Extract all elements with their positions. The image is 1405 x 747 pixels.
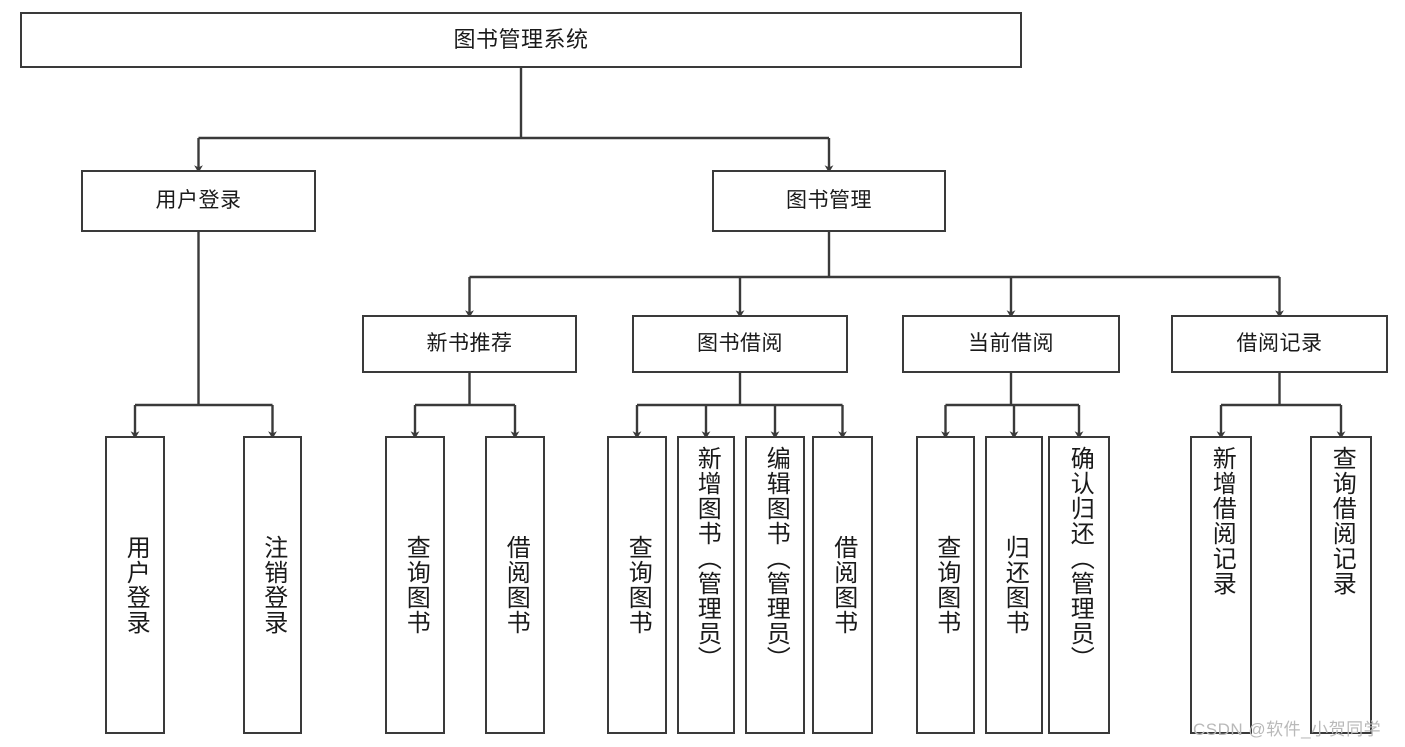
node-label: 图书借阅	[697, 331, 783, 355]
node-label: 借阅图书	[829, 535, 857, 635]
node-records[interactable]: 借阅记录	[1171, 315, 1388, 373]
node-label: 编辑图书（管理员）	[762, 446, 790, 671]
node-l-bor-1[interactable]: 查询图书	[607, 436, 667, 734]
node-login[interactable]: 用户登录	[81, 170, 316, 232]
node-l-bor-4[interactable]: 借阅图书	[812, 436, 873, 734]
node-label: 借阅图书	[502, 535, 530, 635]
node-current[interactable]: 当前借阅	[902, 315, 1120, 373]
node-l-new-1[interactable]: 查询图书	[385, 436, 445, 734]
node-newbook[interactable]: 新书推荐	[362, 315, 577, 373]
node-bookmgmt[interactable]: 图书管理	[712, 170, 946, 232]
node-label: 归还图书	[1001, 535, 1029, 635]
node-l-cur-3[interactable]: 确认归还（管理员）	[1048, 436, 1110, 734]
node-l-cur-2[interactable]: 归还图书	[985, 436, 1043, 734]
node-label: 查询图书	[402, 535, 430, 635]
node-l-login-1[interactable]: 用户登录	[105, 436, 165, 734]
node-label: 图书管理	[786, 188, 872, 212]
node-label: 用户登录	[122, 535, 150, 635]
watermark-text: CSDN @软件_小贺同学	[1193, 720, 1382, 739]
node-l-rec-2[interactable]: 查询借阅记录	[1310, 436, 1372, 734]
node-label: 当前借阅	[968, 331, 1054, 355]
node-root[interactable]: 图书管理系统	[20, 12, 1022, 68]
node-label: 查询图书	[624, 535, 652, 635]
node-label: 借阅记录	[1236, 331, 1323, 355]
node-label: 查询借阅记录	[1328, 446, 1356, 596]
node-l-new-2[interactable]: 借阅图书	[485, 436, 545, 734]
node-label: 新书推荐	[426, 331, 513, 355]
node-label: 查询图书	[932, 535, 960, 635]
node-label: 新增图书（管理员）	[693, 446, 721, 671]
node-label: 确认归还（管理员）	[1066, 446, 1094, 671]
node-label: 注销登录	[259, 535, 287, 635]
node-label: 新增借阅记录	[1208, 446, 1236, 596]
node-l-rec-1[interactable]: 新增借阅记录	[1190, 436, 1252, 734]
node-l-login-2[interactable]: 注销登录	[243, 436, 302, 734]
node-label: 图书管理系统	[453, 27, 589, 53]
node-l-bor-3[interactable]: 编辑图书（管理员）	[745, 436, 805, 734]
node-borrow[interactable]: 图书借阅	[632, 315, 848, 373]
node-l-cur-1[interactable]: 查询图书	[916, 436, 975, 734]
node-label: 用户登录	[155, 188, 242, 212]
node-l-bor-2[interactable]: 新增图书（管理员）	[677, 436, 735, 734]
